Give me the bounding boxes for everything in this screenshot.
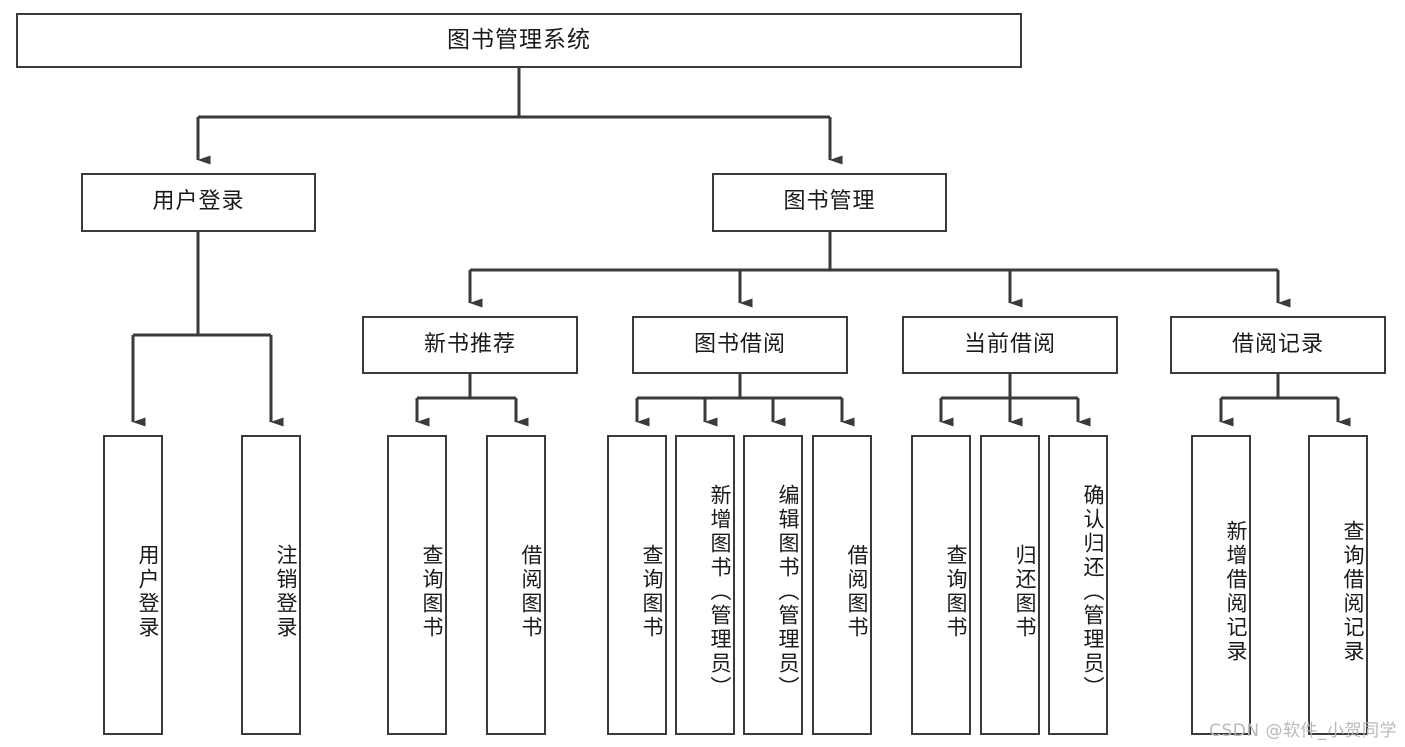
- node-label: 新增图书（管理员）: [708, 484, 732, 700]
- node-label: 图书管理系统: [447, 26, 591, 53]
- node-label: 查询图书: [640, 544, 664, 640]
- node-label: 图书借阅: [693, 331, 786, 357]
- node-label: 图书管理: [783, 189, 876, 215]
- leaf-add-book[interactable]: 新增图书（管理员）: [675, 435, 735, 735]
- leaf-add-borrow-record[interactable]: 新增借阅记录: [1191, 435, 1251, 735]
- node-label: 查询图书: [944, 544, 968, 640]
- node-label: 借阅图书: [519, 544, 543, 640]
- node-current-borrow[interactable]: 当前借阅: [902, 316, 1118, 374]
- node-label: 用户登录: [136, 544, 160, 640]
- node-label: 编辑图书（管理员）: [776, 484, 800, 700]
- node-label: 当前借阅: [963, 331, 1056, 357]
- leaf-query-book-recommend[interactable]: 查询图书: [387, 435, 447, 735]
- leaf-query-borrow-record[interactable]: 查询借阅记录: [1308, 435, 1368, 735]
- node-borrow-record[interactable]: 借阅记录: [1170, 316, 1386, 374]
- node-book-management[interactable]: 图书管理: [712, 173, 947, 232]
- node-label: 借阅图书: [845, 544, 869, 640]
- leaf-query-book-borrow[interactable]: 查询图书: [607, 435, 667, 735]
- node-label: 用户登录: [152, 189, 245, 215]
- node-label: 新增借阅记录: [1224, 520, 1248, 664]
- node-label: 确认归还（管理员）: [1081, 484, 1105, 700]
- node-book-borrow[interactable]: 图书借阅: [632, 316, 848, 374]
- node-label: 查询图书: [420, 544, 444, 640]
- node-label: 查询借阅记录: [1341, 520, 1365, 664]
- leaf-user-login[interactable]: 用户登录: [103, 435, 163, 735]
- node-new-book-recommend[interactable]: 新书推荐: [362, 316, 578, 374]
- node-root-book-management-system[interactable]: 图书管理系统: [16, 13, 1022, 68]
- leaf-borrow-book[interactable]: 借阅图书: [812, 435, 872, 735]
- leaf-query-book-current[interactable]: 查询图书: [911, 435, 971, 735]
- node-user-login[interactable]: 用户登录: [81, 173, 316, 232]
- node-label: 注销登录: [274, 544, 298, 640]
- node-label: 归还图书: [1013, 544, 1037, 640]
- leaf-return-book[interactable]: 归还图书: [980, 435, 1040, 735]
- node-label: 借阅记录: [1231, 331, 1324, 357]
- node-label: 新书推荐: [423, 331, 516, 357]
- leaf-borrow-book-recommend[interactable]: 借阅图书: [486, 435, 546, 735]
- leaf-edit-book[interactable]: 编辑图书（管理员）: [743, 435, 803, 735]
- leaf-confirm-return[interactable]: 确认归还（管理员）: [1048, 435, 1108, 735]
- leaf-user-logout[interactable]: 注销登录: [241, 435, 301, 735]
